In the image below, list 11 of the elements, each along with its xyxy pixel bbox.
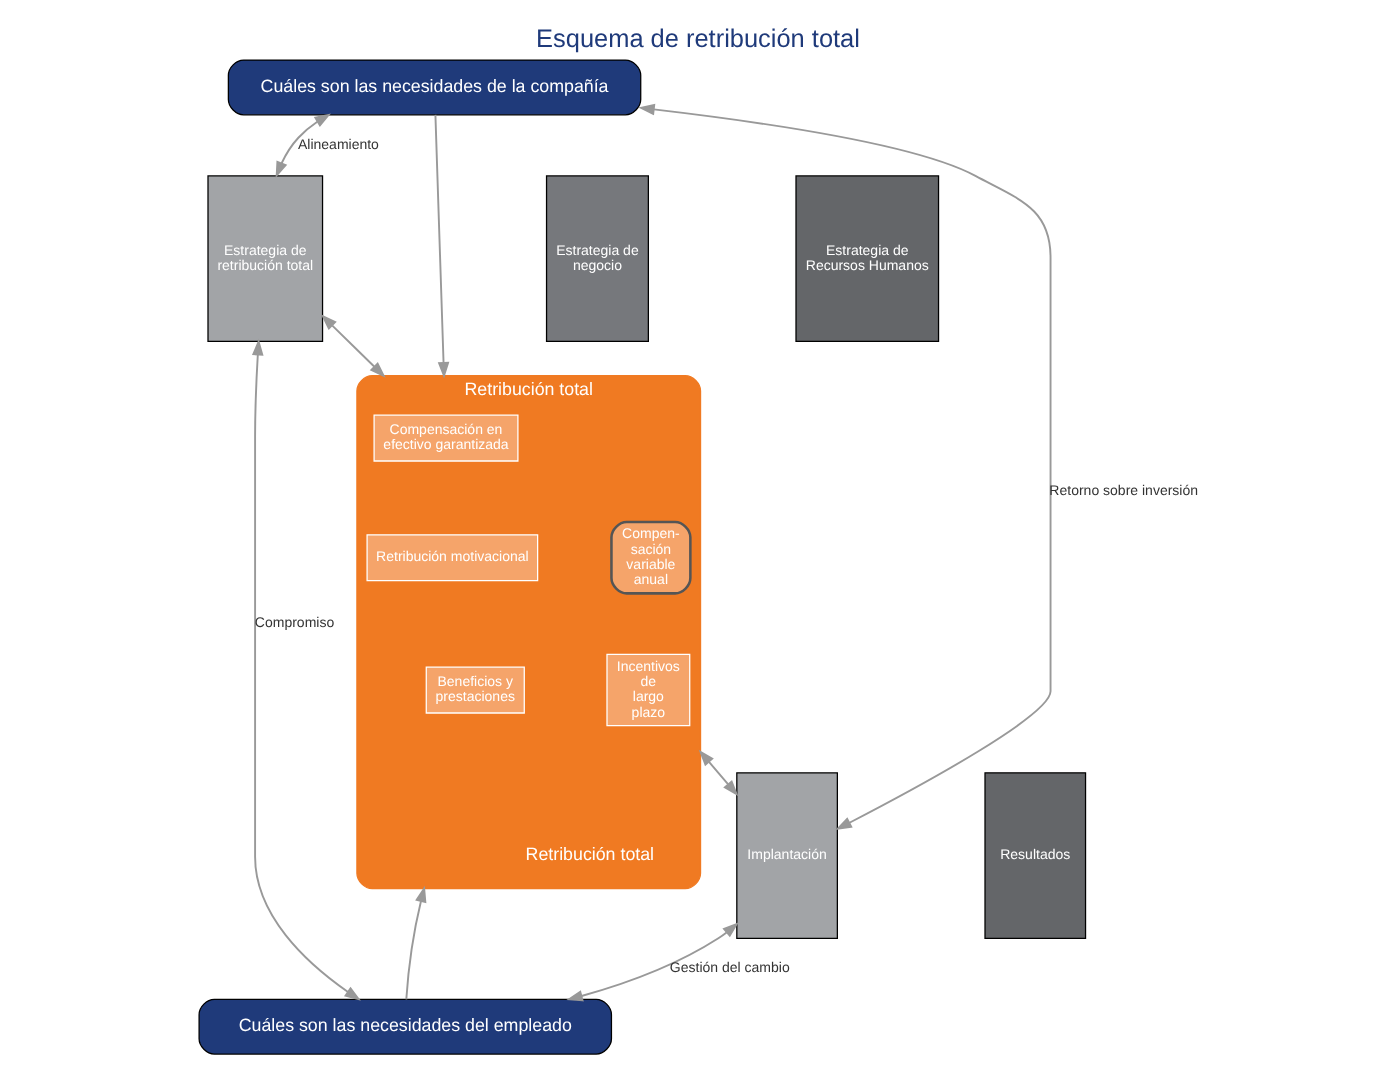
arrow xyxy=(319,314,385,378)
arrow xyxy=(433,113,449,379)
arrow xyxy=(274,113,330,178)
arrow xyxy=(404,885,426,1001)
diagram-title: Esquema de retribución total xyxy=(535,23,859,54)
arrow xyxy=(565,922,738,1002)
node-box: Cuáles son las necesidades del empleado xyxy=(197,998,612,1055)
arrow xyxy=(697,749,738,797)
node-box: Cuáles son las necesidades de la compañía xyxy=(226,59,641,116)
arrow xyxy=(250,338,360,1001)
arrow xyxy=(637,103,1051,831)
